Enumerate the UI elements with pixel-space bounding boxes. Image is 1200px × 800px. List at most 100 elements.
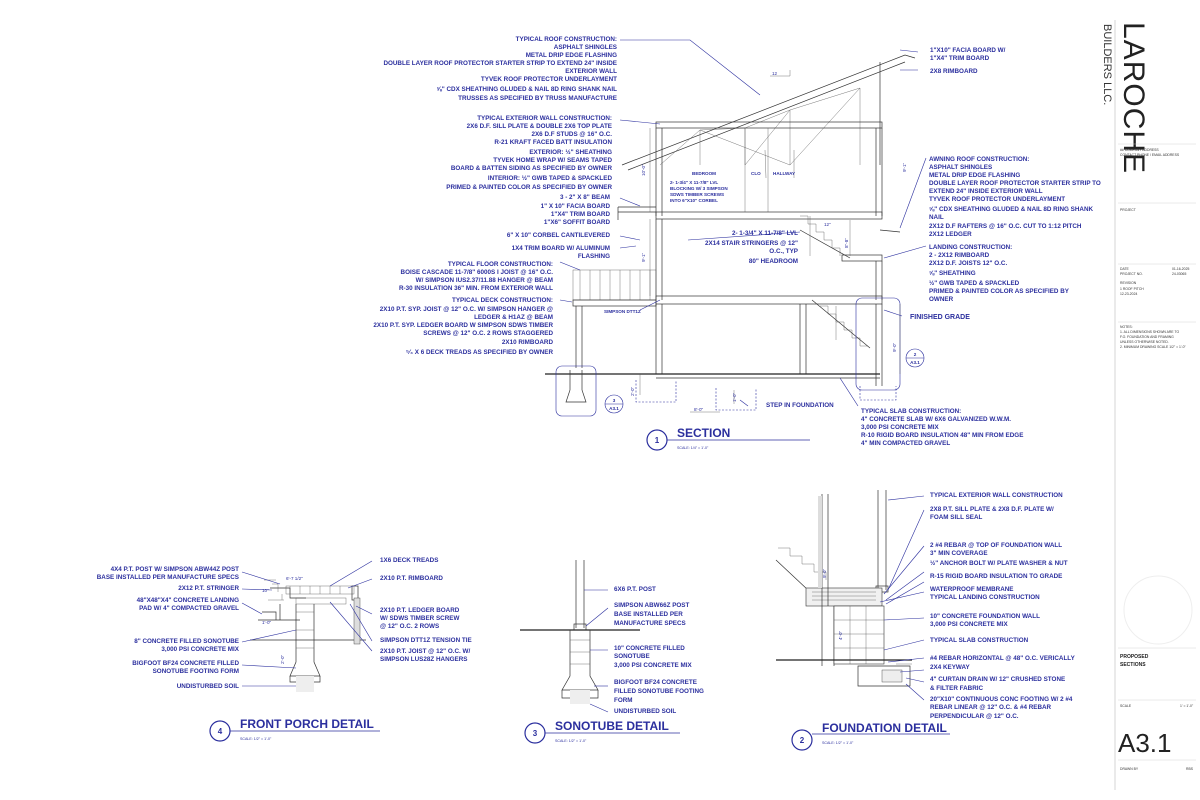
- wall-note: PRIMED & PAINTED COLOR AS SPECIFIED BY O…: [446, 184, 612, 191]
- foundation-notes: TYPICAL EXTERIOR WALL CONSTRUCTION 2X8 P…: [930, 492, 1076, 720]
- trim-note: 1X4 TRIM BOARD W/ ALUMINUM: [512, 245, 610, 252]
- porch-note: W/ SDWS TIMBER SCREW: [380, 615, 459, 622]
- blocking-notes: 2- 1-3/4" X 11-7/8" LVL BLOCKING W/ 3 SI…: [604, 171, 834, 409]
- awning-note: NAIL: [929, 214, 944, 221]
- porch-note: SIMPSON DTT1Z TENSION TIE: [380, 637, 472, 644]
- sonotube-drawing: [520, 560, 640, 704]
- deck-note: 2X10 P.T. SYP. JOIST @ 12" O.C. W/ SIMPS…: [380, 306, 553, 313]
- awning-note: 2X12 D.F RAFTERS @ 16" O.C. CUT TO 1:12 …: [929, 223, 1082, 230]
- sonotube-note: 10" CONCRETE FILLED: [614, 645, 685, 652]
- dimension-label: 2'-0": [280, 654, 285, 664]
- revision-item: 12-23-2024: [1120, 292, 1137, 296]
- awning-note: EXTEND 24" INSIDE EXTERIOR WALL: [929, 188, 1043, 195]
- awning-note: DOUBLE LAYER ROOF PROTECTOR STARTER STRI…: [929, 180, 1101, 187]
- deck-note: TYPICAL DECK CONSTRUCTION:: [452, 297, 553, 304]
- foundation-note: TYPICAL SLAB CONSTRUCTION: [930, 637, 1029, 644]
- foundation-note: 10" CONCRETE FOUNDATION WALL: [930, 613, 1040, 620]
- slab-note: TYPICAL SLAB CONSTRUCTION:: [861, 408, 961, 415]
- beam-note: 1"X4" TRIM BOARD: [551, 211, 611, 218]
- floor-note: BOISE CASCADE 11-7/8" 6000S I JOIST @ 16…: [401, 269, 554, 276]
- landing-notes: LANDING CONSTRUCTION: 2 - 2X12 RIMBOARD …: [910, 244, 1070, 321]
- section-title-block: 1 SECTION SCALE: 1/4" = 1'-0": [646, 426, 810, 451]
- sonotube-title-block: 3 SONOTUBE DETAIL SCALE: 1/2" = 1'-0": [524, 719, 680, 744]
- porch-scale: SCALE: 1/2" = 1'-0": [240, 737, 272, 741]
- company-address: CONTACT PHONE / EMAIL ADDRESS: [1120, 153, 1180, 157]
- dimension-label: 8"-8": [844, 238, 849, 248]
- porch-title-block: 4 FRONT PORCH DETAIL SCALE: 1/2" = 1'-0": [209, 717, 380, 742]
- callout-number: 2: [914, 352, 917, 357]
- date-value: 01-16-2025: [1172, 267, 1189, 271]
- roof-note: EXTERIOR WALL: [565, 68, 617, 75]
- landing-note: 2X12 D.F. JOISTS 12" O.C.: [929, 260, 1007, 267]
- deck-note: LEDGER & H1AZ @ BEAM: [474, 314, 553, 321]
- awning-note: ⅝" CDX SHEATHING GLUDED & NAIL 8D RING S…: [929, 206, 1093, 213]
- roof-note: TYPICAL ROOF CONSTRUCTION:: [516, 36, 617, 43]
- dimension-label: 1'-0": [262, 620, 272, 625]
- landing-note: OWNER: [929, 296, 954, 303]
- detail-callout-3[interactable]: 3 A3.1: [604, 394, 624, 414]
- drawn-by-label: DRAWN BY: [1120, 767, 1139, 771]
- lvl-notes: 2- 1-3/4" X 11-7/8" LVL 2X14 STAIR STRIN…: [705, 230, 798, 265]
- detail-callout-2[interactable]: 2 A3.1: [905, 348, 925, 368]
- wall-note: BOARD & BATTEN SIDING AS SPECIFIED BY OW…: [451, 165, 613, 172]
- landing-note: ⅝" SHEATHING: [929, 270, 976, 277]
- floor-note: W/ SIMPSON IUS2.37/11.88 HANGER @ BEAM: [416, 277, 553, 284]
- wall-note: EXTERIOR: ½" SHEATHING: [529, 148, 612, 156]
- foundation-note: PERPENDICULAR @ 12" O.C.: [930, 713, 1019, 720]
- dimension-label: 9'-1": [902, 162, 907, 172]
- porch-number: 4: [218, 727, 223, 736]
- awning-note: 2X12 LEDGER: [929, 231, 972, 238]
- foundation-note: ½" ANCHOR BOLT W/ PLATE WASHER & NUT: [930, 559, 1068, 567]
- landing-note: 2 - 2X12 RIMBOARD: [929, 252, 990, 259]
- beam-note: 1"X6" SOFFIT BOARD: [544, 219, 611, 226]
- lvl-note: 2X14 STAIR STRINGERS @ 12": [705, 240, 798, 247]
- blocking-note: BLOCKING W/ 3 SIMPSON: [670, 186, 728, 191]
- porch-note: SONOTUBE FOOTING FORM: [153, 668, 239, 675]
- finished-grade-label: FINISHED GRADE: [910, 314, 970, 321]
- pitch-label: 12: [772, 71, 778, 76]
- dimension-label: 8'-0": [694, 407, 704, 412]
- trim-note: FLASHING: [578, 253, 610, 260]
- foundation-note: 2X4 KEYWAY: [930, 664, 970, 671]
- foundation-note: R-15 RIGID BOARD INSULATION TO GRADE: [930, 573, 1062, 580]
- foundation-number: 2: [800, 736, 805, 745]
- simpson-label: SIMPSON DTT1Z: [604, 309, 641, 314]
- porch-note: BASE INSTALLED PER MANUFACTURE SPECS: [97, 574, 239, 581]
- porch-right-notes: 1X6 DECK TREADS 2X10 P.T. RIMBOARD 2X10 …: [380, 557, 472, 663]
- dimension-label: 2'-0": [630, 386, 635, 396]
- floor-note: TYPICAL FLOOR CONSTRUCTION:: [448, 261, 553, 268]
- section-number: 1: [655, 436, 660, 445]
- landing-note: LANDING CONSTRUCTION:: [929, 244, 1012, 251]
- awning-note: METAL DRIP EDGE FLASHING: [929, 172, 1020, 179]
- dimension-label: 9'-0": [892, 342, 897, 352]
- porch-title: FRONT PORCH DETAIL: [240, 717, 374, 731]
- slab-note: 4" CONCRETE SLAB W/ 6X6 GALVANIZED W.W.M…: [861, 416, 1011, 423]
- sonotube-note: BIGFOOT BF24 CONCRETE: [614, 679, 697, 686]
- landing-note: ½" GWB TAPED & SPACKLED: [929, 279, 1020, 287]
- roof-note: DOUBLE LAYER ROOF PROTECTOR STARTER STRI…: [383, 60, 617, 67]
- wall-notes: TYPICAL EXTERIOR WALL CONSTRUCTION: 2X6 …: [446, 115, 612, 191]
- sonotube-note: MANUFACTURE SPECS: [614, 620, 686, 627]
- callout-number: 3: [613, 398, 616, 403]
- company-address: ## COMPANY ADDRESS: [1120, 148, 1159, 152]
- project-label: PROJECT: [1120, 208, 1136, 212]
- sonotube-note: FORM: [614, 697, 633, 704]
- awning-note: TYVEK ROOF PROTECTOR UNDERLAYMENT: [929, 196, 1065, 203]
- foundation-note: WATERPROOF MEMBRANE: [930, 586, 1014, 593]
- section-dimensions: 12 10'-0" 9'-1" 8'-0" 1'-0" 9'-1" 9'-0" …: [630, 71, 907, 412]
- foundation-note: 2 #4 REBAR @ TOP OF FOUNDATION WALL: [930, 542, 1062, 549]
- slab-note: 3,000 PSI CONCRETE MIX: [861, 424, 939, 431]
- company-logo: LAROCHE: [1117, 22, 1150, 174]
- room-label-bedroom: BEDROOM: [692, 171, 716, 176]
- tb-note: 2. MINIMUM DRAWING SCALE 1/2" = 1'-0": [1120, 345, 1187, 349]
- sonotube-leaders: [584, 589, 609, 713]
- porch-note: 1X6 DECK TREADS: [380, 557, 438, 564]
- scale-label: SCALE: [1120, 704, 1132, 708]
- porch-leaders: [241, 560, 373, 687]
- porch-note: 48"X48"X4" CONCRETE LANDING: [137, 597, 239, 604]
- deck-note: 2X10 RIMBOARD: [502, 339, 554, 346]
- wall-note: R-21 KRAFT FACED BATT INSULATION: [494, 139, 612, 146]
- slab-note: 4" MIN COMPACTED GRAVEL: [861, 440, 950, 447]
- notes-label: NOTES:: [1120, 325, 1133, 329]
- dimension-label: 10": [262, 588, 269, 593]
